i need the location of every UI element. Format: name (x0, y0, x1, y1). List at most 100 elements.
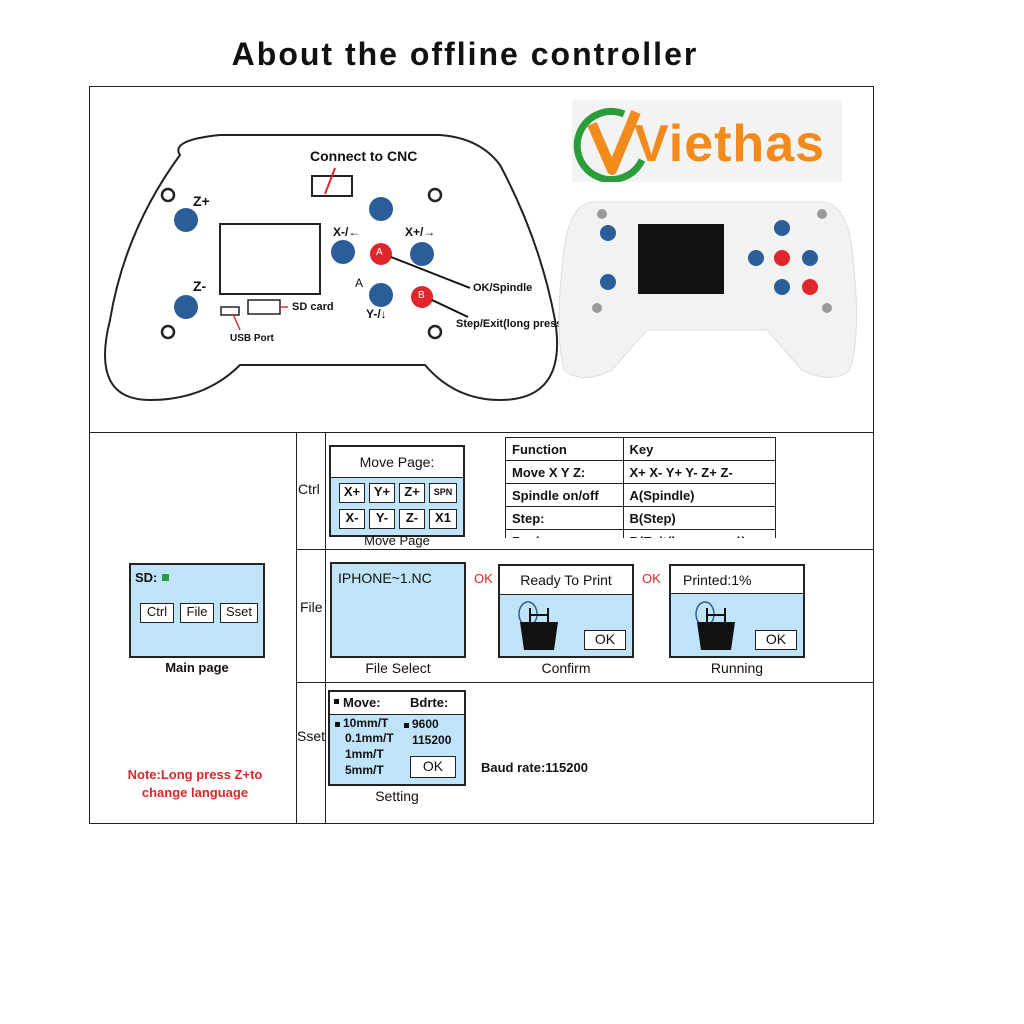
z-minus-key[interactable]: Z- (399, 509, 425, 529)
x-plus-button (410, 242, 434, 266)
baud-option[interactable]: 115200 (412, 733, 452, 747)
connect-cnc-label: Connect to CNC (310, 148, 418, 164)
key-table: Function Key Move X Y Z: X+ X- Y+ Y- Z+ … (505, 437, 776, 538)
y-minus-button (369, 283, 393, 307)
language-note-line1: Note:Long press Z+to (127, 767, 263, 782)
z-plus-key[interactable]: Z+ (399, 483, 425, 503)
move-page-caption: Move Page (364, 533, 430, 548)
table-header-key: Key (622, 437, 776, 461)
key-table-wrapper: Function Key Move X Y Z: X+ X- Y+ Y- Z+ … (505, 437, 776, 538)
main-page-screen: SD: Ctrl File Sset (129, 563, 265, 658)
divider-col2 (325, 432, 326, 824)
ok-arrow-label-1: OK (474, 571, 493, 586)
x-plus-key[interactable]: X+ (339, 483, 365, 503)
spn-key[interactable]: SPN (429, 483, 457, 503)
sd-label: SD: (135, 570, 158, 585)
brand-logo-mark (573, 108, 646, 182)
move-option[interactable]: 0.1mm/T (345, 731, 394, 745)
x-plus-label: X+/→ (405, 225, 436, 239)
sd-status-icon (162, 574, 169, 581)
divider-col1 (296, 432, 297, 824)
file-select-screen: IPHONE~1.NC (330, 562, 466, 658)
baud-rate-note: Baud rate:115200 (481, 760, 588, 775)
table-cell: Spindle on/off (505, 483, 624, 507)
x-minus-key[interactable]: X- (339, 509, 365, 529)
sset-button[interactable]: Sset (220, 603, 258, 623)
sd-slot (247, 299, 281, 315)
setting-ok-button[interactable]: OK (410, 756, 456, 778)
row-label-file: File (300, 599, 323, 615)
printer-icon (518, 601, 558, 650)
page-title: About the offline controller (231, 36, 699, 72)
file-button[interactable]: File (180, 603, 214, 623)
language-note-line2: change language (141, 785, 249, 800)
row-label-sset: Sset (297, 728, 326, 744)
table-header-function: Function (505, 437, 624, 461)
move-header: Move: (343, 695, 381, 710)
z-minus-button (174, 295, 198, 319)
move-page-screen: Move Page: X+ Y+ Z+ SPN X- Y- Z- X1 (329, 445, 465, 537)
y-plus-button (369, 197, 393, 221)
move-option[interactable]: 5mm/T (345, 763, 384, 777)
confirm-screen: Ready To Print OK (498, 564, 634, 658)
table-cell: A(Spindle) (622, 483, 776, 507)
x-minus-label: X-/← (333, 225, 361, 239)
y-plus-key[interactable]: Y+ (369, 483, 395, 503)
divider-top (89, 432, 874, 433)
confirm-header: Ready To Print (500, 566, 632, 595)
z-plus-label: Z+ (193, 193, 210, 209)
running-header: Printed:1% (671, 566, 803, 594)
usb-port-label: USB Port (230, 333, 274, 344)
move-selected-icon (334, 699, 339, 704)
table-row: Back: B(Exit(long press)) (505, 529, 776, 538)
table-cell: Step: (505, 506, 624, 530)
running-screen: Printed:1% OK (669, 564, 805, 658)
photo-lcd (638, 224, 724, 294)
table-cell: Back: (505, 529, 624, 538)
move-option[interactable]: 10mm/T (343, 716, 389, 730)
x1-key[interactable]: X1 (429, 509, 457, 529)
y-minus-label: Y-/↓ (366, 307, 387, 321)
x-minus-button (331, 240, 355, 264)
baud-option[interactable]: 9600 (412, 717, 439, 731)
file-name[interactable]: IPHONE~1.NC (338, 570, 432, 586)
b-button-text: B (418, 290, 425, 301)
b-button (411, 286, 433, 308)
y-minus-key[interactable]: Y- (369, 509, 395, 529)
table-row: Step: B(Step) (505, 506, 776, 530)
a-button (370, 243, 392, 265)
confirm-caption: Confirm (541, 660, 591, 676)
baud-selected-icon (404, 723, 409, 728)
sd-card-label: SD card (292, 301, 334, 313)
usb-port (220, 306, 240, 316)
ok-arrow-label-2: OK (642, 571, 661, 586)
move-page-header: Move Page: (331, 447, 463, 478)
brand-logo: Viethas (572, 100, 842, 182)
z-minus-label: Z- (193, 278, 207, 294)
brand-logo-text: Viethas (634, 115, 826, 173)
setting-screen: Move: Bdrte: 10mm/T 0.1mm/T 1mm/T 5mm/T … (328, 690, 466, 786)
z-plus-button (174, 208, 198, 232)
bdrte-header: Bdrte: (410, 695, 449, 710)
setting-header: Move: Bdrte: (330, 692, 464, 715)
cnc-port (311, 175, 353, 197)
language-note: Note:Long press Z+to change language (100, 766, 290, 802)
controller-photo (558, 201, 858, 378)
table-cell: X+ X- Y+ Y- Z+ Z- (622, 460, 776, 484)
step-exit-label: Step/Exit(long press) (456, 318, 567, 330)
table-row: Spindle on/off A(Spindle) (505, 483, 776, 507)
table-cell: B(Step) (622, 506, 776, 530)
move-option-selected-icon (335, 722, 340, 727)
running-ok-button[interactable]: OK (755, 630, 797, 650)
move-option[interactable]: 1mm/T (345, 747, 384, 761)
printer-icon (695, 601, 735, 650)
row-label-ctrl: Ctrl (298, 481, 320, 497)
running-caption: Running (710, 660, 764, 676)
confirm-ok-button[interactable]: OK (584, 630, 626, 650)
ctrl-button[interactable]: Ctrl (140, 603, 174, 623)
main-page-caption: Main page (165, 660, 229, 675)
table-cell: Move X Y Z: (505, 460, 624, 484)
file-select-caption: File Select (365, 660, 431, 676)
ok-spindle-label: OK/Spindle (473, 282, 533, 294)
controller-diagram (104, 134, 559, 402)
